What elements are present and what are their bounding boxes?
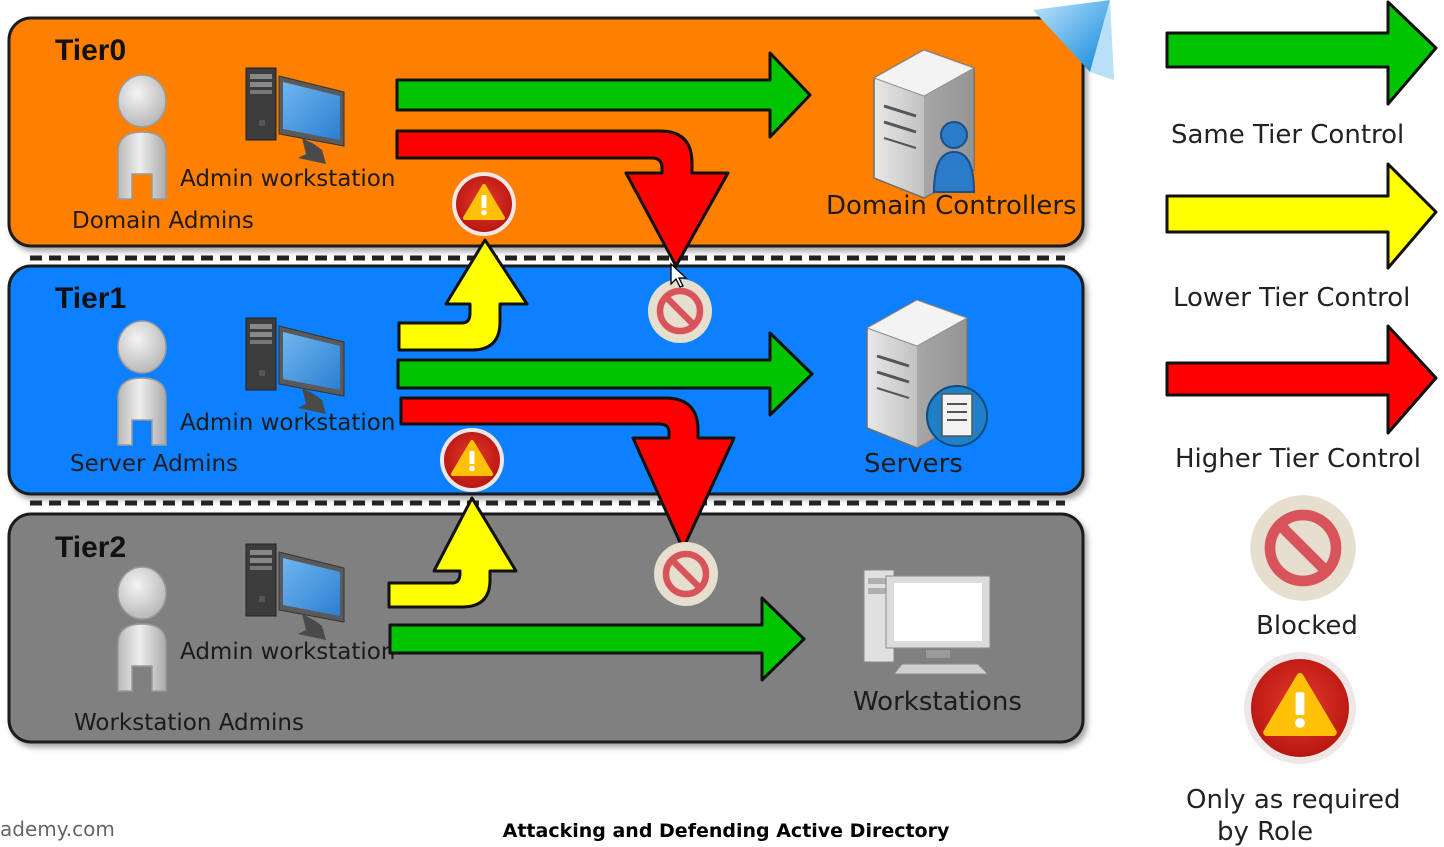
legend-blocked-icon: [1250, 495, 1356, 601]
same-tier-arrow: [395, 51, 812, 139]
same-tier-arrow: [388, 596, 806, 682]
target-label: Workstations: [853, 687, 1022, 717]
legend-same-tier-arrow: [1165, 0, 1438, 106]
mouse-cursor-icon: [670, 262, 688, 288]
legend: Same Tier Control Lower Tier Control Hig…: [1165, 0, 1438, 847]
lower-tier-arrow: [397, 238, 529, 352]
blocked-icon: [654, 542, 718, 606]
admin-role-label: Server Admins: [70, 451, 238, 477]
higher-tier-arrow: [395, 129, 730, 268]
footer-url: ademy.com: [0, 817, 115, 841]
footer-title: Attacking and Defending Active Directory: [503, 820, 950, 842]
logo-icon: [1033, 0, 1114, 80]
warning-icon: [438, 426, 506, 494]
target-label: Servers: [864, 449, 963, 479]
user-badge-icon: [932, 121, 976, 193]
tier-title: Tier2: [55, 531, 126, 564]
lower-tier-arrow: [387, 496, 518, 609]
higher-tier-arrow: [399, 396, 736, 551]
warning-icon: [450, 170, 518, 238]
legend-warning-icon: [1244, 652, 1356, 764]
legend-label: Same Tier Control: [1171, 120, 1404, 150]
legend-lower-tier-arrow: [1165, 162, 1438, 270]
tier-title: Tier0: [55, 34, 126, 67]
legend-label: Only as required: [1186, 785, 1401, 815]
legend-higher-tier-arrow: [1165, 324, 1438, 435]
admin-workstation-label: Admin workstation: [180, 410, 395, 436]
admin-workstation-label: Admin workstation: [180, 639, 395, 665]
admin-role-label: Domain Admins: [72, 208, 254, 234]
admin-workstation-label: Admin workstation: [180, 166, 395, 192]
legend-label: Blocked: [1256, 611, 1358, 641]
document-badge-icon: [926, 385, 988, 447]
tier-title: Tier1: [55, 282, 126, 315]
legend-label: by Role: [1217, 817, 1313, 847]
same-tier-arrow: [396, 331, 814, 417]
blocked-icon: [648, 279, 712, 343]
legend-label: Higher Tier Control: [1175, 444, 1421, 474]
legend-label: Lower Tier Control: [1173, 283, 1410, 313]
admin-role-label: Workstation Admins: [74, 710, 304, 736]
target-label: Domain Controllers: [826, 191, 1077, 221]
